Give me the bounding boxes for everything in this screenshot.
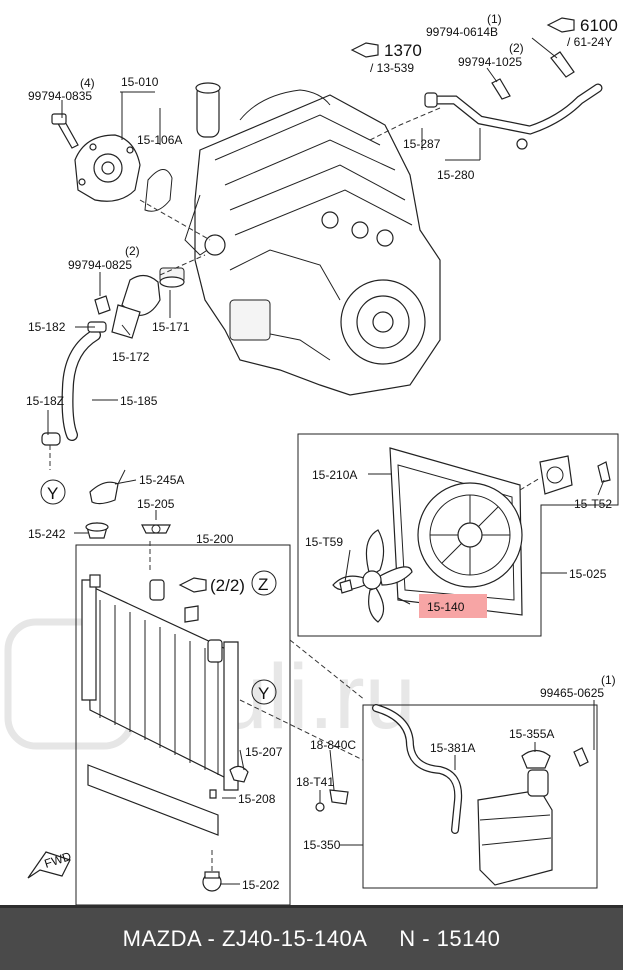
label-qty-99794-0835: (4) [80,76,95,90]
ref-22-arrow: (2/2) Z [178,570,277,596]
label-qty-99794-0825: (2) [125,244,140,258]
thermostat-housing [94,254,206,339]
label-15-280: 15-280 [437,168,475,182]
label-99794-1025: 99794-1025 [458,55,522,69]
label-15-171: 15-171 [152,320,190,334]
ref-z: Z [258,575,268,594]
diagram-canvas: Ruli.ru [4,12,619,906]
pipe-15-280 [369,51,603,150]
ref-1370-sub: / 13-539 [370,61,414,75]
ref-y1: Y [47,484,58,503]
water-pump [74,134,211,241]
engine-block [184,82,441,396]
label-15-140: 15-140 [427,600,465,614]
part-labels: (1) 99794-0614B (2) 99794-1025 (4) 99794… [26,12,616,892]
label-15-18Z: 15-18Z [26,394,64,408]
ref-6100: 6100 [580,16,618,35]
bolt-99794-0835 [51,113,79,149]
ref-1370: 1370 [384,41,422,60]
fan-assembly-box [297,433,619,637]
highlight-15-140 [419,594,487,618]
label-15-200: 15-200 [196,532,234,546]
label-99465-0625: 99465-0625 [540,686,604,700]
label-18-840C: 18-840C [310,738,356,752]
leader-lines [47,37,605,885]
label-qty-99794-0614B: (1) [487,12,502,26]
label-15-025: 15-025 [569,567,607,581]
label-15-208: 15-208 [238,792,276,806]
label-qty-99465-0625: (1) [601,673,616,687]
label-15-106A: 15-106A [137,133,182,147]
label-18-T41: 18-T41 [296,775,334,789]
label-15-355A: 15-355A [509,727,554,741]
label-15-172: 15-172 [112,350,150,364]
label-15-381A: 15-381A [430,741,475,755]
reservoir-box [239,639,598,889]
label-15-205: 15-205 [137,497,175,511]
hose-15-185 [41,321,107,470]
ref-y-markers: Y Y [40,479,277,705]
label-15-202: 15-202 [242,878,280,892]
label-15-182: 15-182 [28,320,66,334]
ref-y2: Y [258,684,269,703]
label-99794-0614B: 99794-0614B [426,25,498,39]
label-15-242: 15-242 [28,527,66,541]
label-99794-0825: 99794-0825 [68,258,132,272]
label-99794-0835: 99794-0835 [28,89,92,103]
small-parts [85,469,171,539]
label-15-010: 15-010 [121,75,159,89]
label-qty-99794-1025: (2) [509,41,524,55]
part-number-caption: MAZDA - ZJ40-15-140A N - 15140 [122,926,501,951]
ref-6100-sub: / 61-24Y [567,35,612,49]
ref-1370-arrow: 1370 / 13-539 [350,41,422,75]
label-15-207: 15-207 [245,745,283,759]
caption-bar: MAZDA - ZJ40-15-140A N - 15140 [0,905,623,970]
ref-22: (2/2) [210,576,245,595]
label-15-T52: 15-T52 [574,497,612,511]
ref-6100-arrow: 6100 / 61-24Y [546,16,618,49]
radiator-box [75,540,291,906]
label-15-350: 15-350 [303,838,341,852]
label-15-210A: 15-210A [312,468,357,482]
fwd-arrow: FWD [27,849,73,879]
label-15-287: 15-287 [403,137,441,151]
label-15-T59: 15-T59 [305,535,343,549]
parts-diagram: Ruli.ru [4,12,619,906]
label-15-185: 15-185 [120,394,158,408]
label-15-245A: 15-245A [139,473,184,487]
